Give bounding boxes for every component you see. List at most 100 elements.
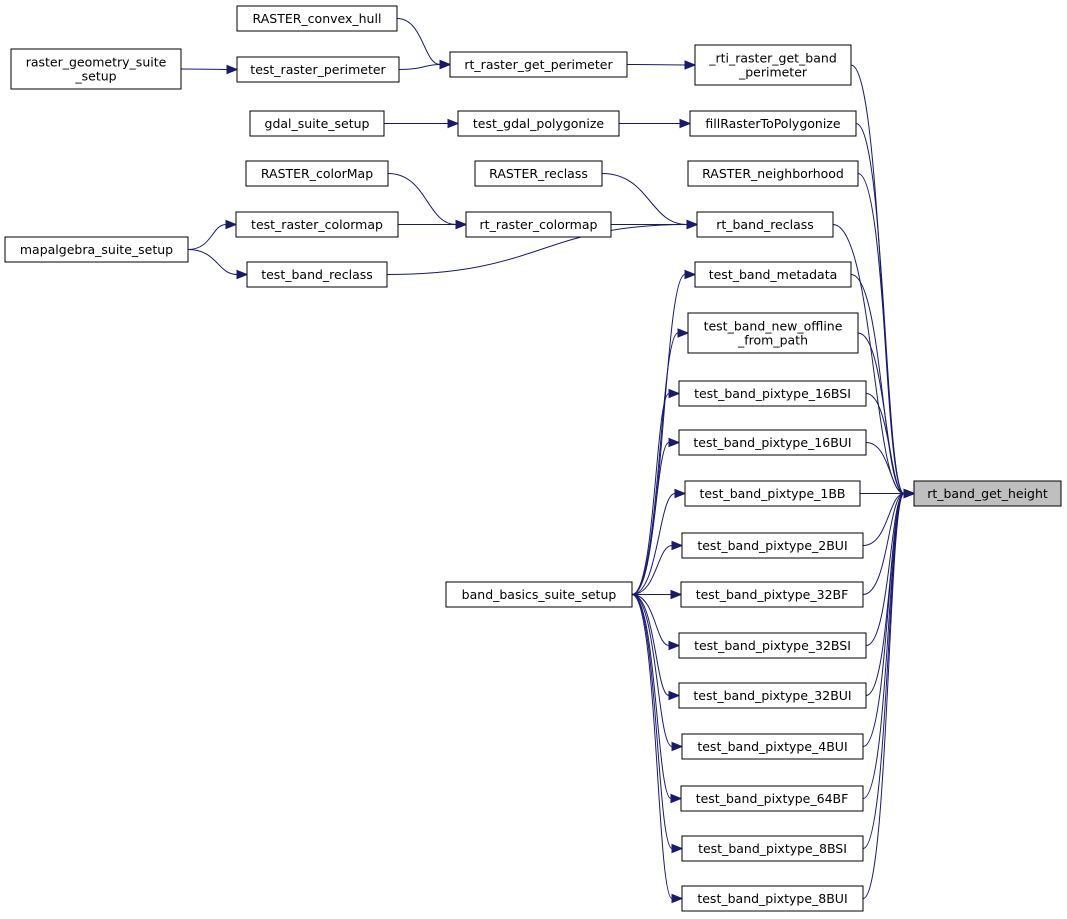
node-label: test_gdal_polygonize [473, 116, 604, 131]
edge-line [386, 224, 688, 275]
edge-band_basics_suite_setup-to-test_band_pixtype_64BF [631, 594, 683, 804]
node-band_basics_suite_setup[interactable]: band_basics_suite_setup [445, 581, 633, 608]
node-label: rt_band_reclass [716, 217, 814, 232]
node-box [236, 5, 398, 32]
node-box [465, 211, 612, 238]
node-label: RASTER_colorMap [261, 166, 373, 181]
node-box [681, 532, 864, 559]
edge-mapalgebra_suite_setup-to-test_band_reclass [187, 249, 249, 280]
arrowhead-icon [670, 793, 683, 804]
edge-line [631, 442, 670, 595]
edge-band_basics_suite_setup-to-test_band_pixtype_16BUI [631, 437, 681, 595]
arrowhead-icon [668, 437, 681, 448]
node-box [678, 632, 867, 659]
arrowhead-icon [686, 219, 699, 230]
node-label: _rti_raster_get_band [708, 51, 837, 66]
node-rt_raster_colormap[interactable]: rt_raster_colormap [465, 211, 612, 238]
edge-line [862, 493, 905, 849]
edge-test_band_pixtype_32BF-to-rt_band_get_height [862, 488, 916, 595]
node-box [445, 581, 633, 608]
node-label: band_basics_suite_setup [462, 587, 617, 602]
edge-line [862, 493, 905, 747]
node-test_band_pixtype_4BUI[interactable]: test_band_pixtype_4BUI [681, 733, 864, 760]
edge-test_raster_colormap-to-rt_raster_colormap [398, 219, 468, 230]
node-test_band_pixtype_8BUI[interactable]: test_band_pixtype_8BUI [681, 885, 864, 912]
node-gdal_suite_setup[interactable]: gdal_suite_setup [249, 110, 385, 137]
node-fillRasterToPolygonize[interactable]: fillRasterToPolygonize [689, 110, 857, 137]
node-box [4, 236, 189, 263]
arrowhead-icon [671, 893, 684, 904]
node-rti_raster_get_band_perimeter[interactable]: _rti_raster_get_band_perimeter [694, 44, 852, 86]
node-rt_band_reclass[interactable]: rt_band_reclass [696, 211, 834, 238]
node-box [684, 480, 861, 507]
edge-line [631, 594, 670, 646]
edge-line [187, 249, 238, 275]
node-label: test_band_pixtype_32BUI [693, 688, 851, 703]
node-box [681, 885, 864, 912]
arrowhead-icon [684, 269, 697, 280]
node-label: test_band_pixtype_32BF [696, 587, 849, 602]
node-test_band_pixtype_32BSI[interactable]: test_band_pixtype_32BSI [678, 632, 867, 659]
edge-line [187, 224, 227, 250]
node-test_band_pixtype_32BF[interactable]: test_band_pixtype_32BF [680, 581, 864, 608]
node-rt_band_get_height[interactable]: rt_band_get_height [913, 480, 1062, 507]
node-test_band_pixtype_32BUI[interactable]: test_band_pixtype_32BUI [678, 682, 867, 709]
node-rt_raster_get_perimeter[interactable]: rt_raster_get_perimeter [449, 51, 628, 78]
edge-line [862, 493, 905, 899]
edge-line [396, 18, 441, 65]
edge-line [865, 442, 905, 494]
node-box [235, 211, 399, 238]
edge-mapalgebra_suite_setup-to-test_raster_colormap [187, 219, 238, 250]
node-test_gdal_polygonize[interactable]: test_gdal_polygonize [457, 110, 620, 137]
edge-line [862, 493, 905, 595]
node-label: _setup [74, 69, 116, 84]
node-RASTER_colorMap[interactable]: RASTER_colorMap [245, 160, 389, 187]
node-label: test_band_pixtype_2BUI [697, 538, 847, 553]
edge-line [631, 545, 673, 595]
node-RASTER_reclass[interactable]: RASTER_reclass [474, 160, 603, 187]
node-box [678, 380, 867, 407]
node-test_band_pixtype_2BUI[interactable]: test_band_pixtype_2BUI [681, 532, 864, 559]
node-box [681, 835, 864, 862]
arrowhead-icon [236, 269, 249, 280]
node-box [681, 733, 864, 760]
node-label: RASTER_neighborhood [702, 166, 844, 181]
node-box [678, 429, 867, 456]
node-raster_geometry_suite_setup[interactable]: raster_geometry_suite_setup [10, 48, 182, 90]
node-box [680, 581, 864, 608]
edges-layer [180, 18, 916, 904]
edge-line [631, 393, 670, 595]
edge-line [601, 173, 688, 225]
node-mapalgebra_suite_setup[interactable]: mapalgebra_suite_setup [4, 236, 189, 263]
arrowhead-icon [671, 741, 684, 752]
node-label: RASTER_convex_hull [253, 11, 382, 26]
node-label: mapalgebra_suite_setup [20, 242, 173, 257]
arrowhead-icon [684, 60, 697, 70]
node-test_raster_colormap[interactable]: test_raster_colormap [235, 211, 399, 238]
edge-band_basics_suite_setup-to-test_band_pixtype_8BSI [631, 594, 684, 854]
edge-band_basics_suite_setup-to-test_band_pixtype_16BSI [631, 388, 681, 595]
edge-line [631, 594, 673, 899]
node-test_band_pixtype_16BUI[interactable]: test_band_pixtype_16BUI [678, 429, 867, 456]
node-label: test_raster_colormap [251, 217, 383, 232]
node-test_band_metadata[interactable]: test_band_metadata [694, 261, 852, 288]
node-test_band_reclass[interactable]: test_band_reclass [246, 261, 388, 288]
arrowhead-icon [439, 59, 452, 70]
node-RASTER_convex_hull[interactable]: RASTER_convex_hull [236, 5, 398, 32]
node-test_raster_perimeter[interactable]: test_raster_perimeter [236, 56, 400, 83]
node-box [694, 44, 852, 86]
node-label: fillRasterToPolygonize [705, 116, 840, 131]
node-box [689, 110, 857, 137]
node-label: test_band_pixtype_16BUI [693, 435, 851, 450]
node-test_band_new_offline_from_path[interactable]: test_band_new_offline_from_path [687, 312, 859, 354]
edge-RASTER_reclass-to-rt_band_reclass [601, 173, 699, 230]
node-RASTER_neighborhood[interactable]: RASTER_neighborhood [687, 160, 859, 187]
edge-band_basics_suite_setup-to-test_band_pixtype_1BB [631, 488, 687, 595]
edge-test_band_pixtype_32BUI-to-rt_band_get_height [865, 488, 916, 696]
node-test_band_pixtype_16BSI[interactable]: test_band_pixtype_16BSI [678, 380, 867, 407]
node-test_band_pixtype_8BSI[interactable]: test_band_pixtype_8BSI [681, 835, 864, 862]
node-test_band_pixtype_1BB[interactable]: test_band_pixtype_1BB [684, 480, 861, 507]
edge-band_basics_suite_setup-to-test_band_pixtype_2BUI [631, 540, 684, 595]
arrowhead-icon [671, 540, 684, 551]
node-test_band_pixtype_64BF[interactable]: test_band_pixtype_64BF [680, 785, 864, 812]
